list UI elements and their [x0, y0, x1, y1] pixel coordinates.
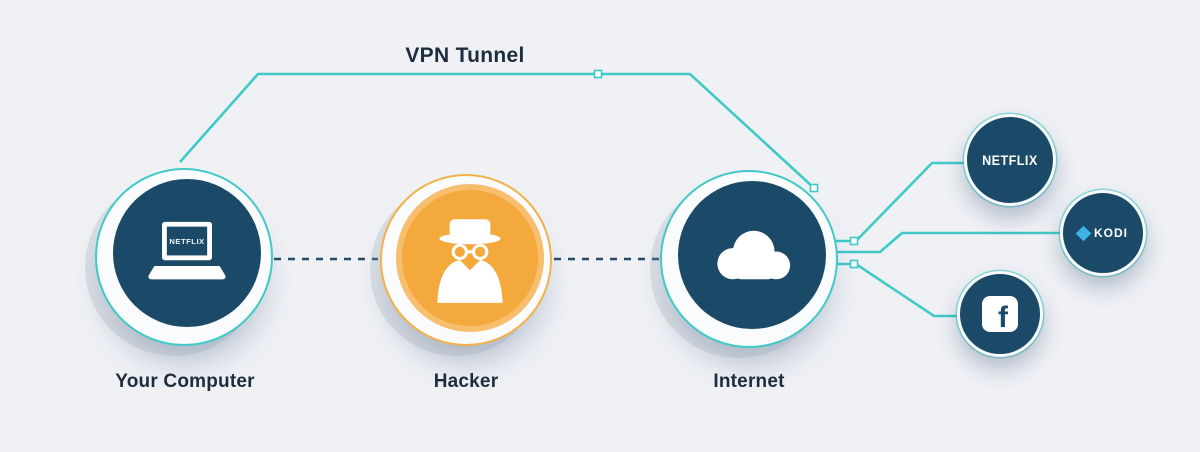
- laptop-screen-text: NETFLIX: [169, 236, 205, 245]
- hacker-node: [380, 174, 552, 346]
- hacker-spy-icon: [437, 219, 503, 303]
- internet-label: Internet: [713, 371, 785, 392]
- internet-circle: [678, 181, 826, 329]
- branch-line-facebook: [830, 262, 957, 318]
- cloud-icon: [717, 230, 791, 280]
- hacker-circle: [396, 184, 544, 332]
- connector-node: [849, 236, 859, 246]
- branch-line-kodi: [830, 231, 1060, 254]
- computer-label: Your Computer: [115, 371, 255, 392]
- connector-node: [809, 183, 819, 193]
- connector-node: [849, 259, 859, 269]
- connector-node: [593, 69, 603, 79]
- computer-circle: NETFLIX: [113, 179, 261, 327]
- diagram-title: VPN Tunnel: [405, 44, 525, 67]
- branch-line-netflix: [830, 161, 964, 243]
- facebook-icon: f: [982, 296, 1018, 332]
- kodi-logo-text: KODI: [1094, 226, 1128, 240]
- netflix-logo: NETFLIX: [982, 152, 1038, 168]
- kodi-logo: KODI: [1075, 225, 1128, 241]
- kodi-diamond-icon: [1075, 225, 1092, 241]
- kodi-node: KODI: [1060, 190, 1146, 276]
- facebook-f-glyph: f: [998, 300, 1008, 332]
- computer-node: NETFLIX: [95, 168, 273, 346]
- laptop-icon: NETFLIX: [148, 221, 226, 279]
- facebook-node: f: [957, 271, 1043, 357]
- hacker-label: Hacker: [433, 371, 499, 392]
- netflix-node: NETFLIX: [964, 114, 1056, 206]
- internet-node: [660, 170, 838, 348]
- vpn-tunnel-line: [179, 72, 815, 189]
